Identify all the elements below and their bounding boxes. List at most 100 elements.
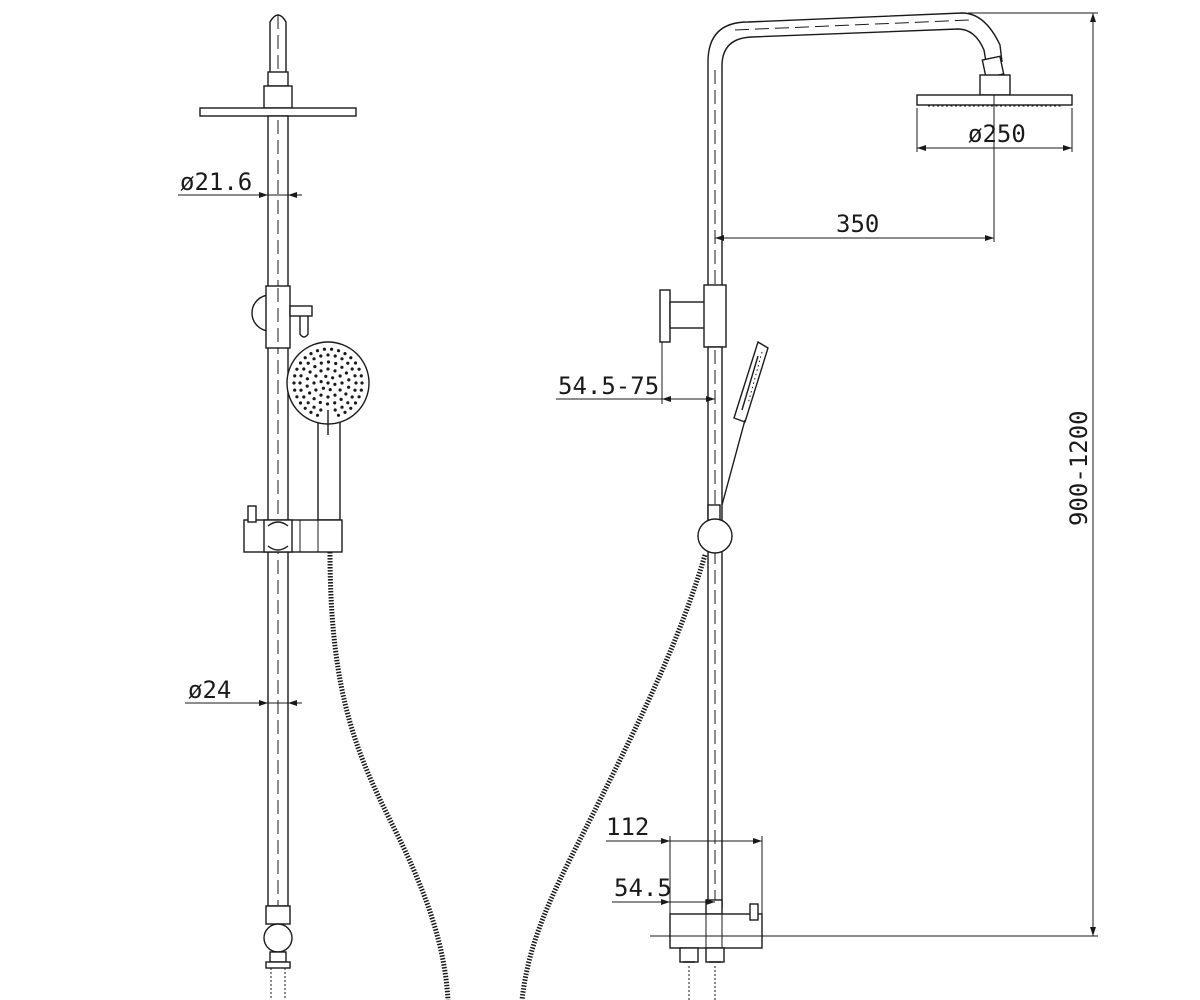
spray-nozzle-dot	[326, 367, 330, 371]
spray-nozzle-dot	[314, 374, 318, 378]
spray-nozzle-dot	[357, 367, 361, 371]
spray-nozzle-dot	[350, 395, 354, 399]
dim-pipe-dia-lower: ø24	[185, 676, 302, 706]
spray-nozzle-dot	[340, 357, 344, 361]
dim-label-arm-reach: 350	[836, 210, 879, 238]
spray-nozzle-dot	[298, 381, 302, 385]
spray-nozzle-dot	[315, 413, 320, 417]
spray-nozzle-dot	[298, 401, 303, 405]
hand-shower-spray-dots	[292, 347, 364, 417]
front-slide-holder	[243, 505, 343, 553]
spray-nozzle-dot	[309, 352, 313, 356]
spray-nozzle-dot	[326, 353, 330, 357]
spray-nozzle-dot	[350, 367, 354, 371]
spray-nozzle-dot	[339, 397, 343, 401]
spray-nozzle-dot	[343, 410, 347, 414]
spray-nozzle-dot	[325, 402, 330, 406]
spray-nozzle-dot	[319, 380, 323, 384]
front-head-nut	[263, 85, 293, 109]
spray-nozzle-dot	[346, 401, 350, 405]
side-hand-shower	[721, 340, 769, 506]
spray-nozzle-dot	[318, 400, 322, 405]
dim-bracket-offset: 54.5-75	[556, 342, 715, 404]
spray-nozzle-dot	[359, 388, 363, 392]
spray-nozzle-dot	[333, 382, 337, 386]
spray-nozzle-dot	[292, 381, 296, 385]
spray-nozzle-dot	[321, 386, 325, 390]
side-wall-bracket	[659, 284, 727, 348]
spray-nozzle-dot	[349, 356, 353, 360]
front-overhead-shower-head	[199, 107, 357, 117]
front-wall-bracket	[251, 285, 313, 349]
spray-nozzle-dot	[302, 395, 306, 399]
dim-mixer-offset: 54.5	[612, 874, 715, 905]
side-overhead-arm-inner	[721, 28, 987, 285]
spray-nozzle-dot	[312, 405, 316, 409]
spray-nozzle-dot	[308, 391, 312, 395]
spray-nozzle-dot	[338, 374, 342, 378]
spray-nozzle-dot	[343, 352, 347, 356]
spray-nozzle-dot	[295, 395, 299, 399]
spray-nozzle-dot	[324, 374, 328, 378]
spray-nozzle-dot	[293, 388, 297, 392]
spray-nozzle-dot	[340, 405, 344, 409]
dim-label-bracket-offset: 54.5-75	[558, 372, 659, 400]
spray-nozzle-dot	[319, 393, 323, 397]
front-view: ø21.6	[178, 14, 451, 1000]
spray-nozzle-dot	[293, 374, 297, 378]
side-hose	[519, 554, 708, 1000]
spray-nozzle-dot	[357, 395, 361, 399]
dim-total-height: 900-1200	[650, 12, 1098, 937]
spray-nozzle-dot	[349, 406, 353, 410]
spray-nozzle-dot	[328, 388, 332, 392]
spray-nozzle-dot	[346, 361, 350, 365]
dim-arm-reach: 350	[715, 95, 995, 242]
spray-nozzle-dot	[336, 413, 341, 417]
spray-nozzle-dot	[295, 367, 299, 371]
front-head-connector	[267, 71, 289, 87]
spray-nozzle-dot	[333, 369, 337, 373]
dim-label-pipe-dia-upper: ø21.6	[180, 168, 252, 196]
spray-nozzle-dot	[305, 377, 309, 381]
spray-nozzle-dot	[353, 361, 358, 365]
spray-nozzle-dot	[334, 361, 338, 366]
spray-nozzle-dot	[319, 354, 323, 358]
spray-nozzle-dot	[306, 401, 310, 405]
spray-nozzle-dot	[338, 388, 342, 392]
dim-label-mixer-offset: 54.5	[614, 874, 672, 902]
spray-nozzle-dot	[299, 374, 303, 378]
spray-nozzle-dot	[312, 381, 316, 385]
spray-nozzle-dot	[333, 401, 337, 405]
spray-nozzle-dot	[353, 388, 357, 392]
spray-nozzle-dot	[344, 392, 348, 396]
dim-label-total-height: 900-1200	[1065, 410, 1093, 526]
spray-nozzle-dot	[319, 408, 323, 412]
spray-nozzle-dot	[330, 347, 334, 351]
spray-nozzle-dot	[313, 365, 317, 369]
spray-nozzle-dot	[326, 381, 330, 385]
spray-nozzle-dot	[319, 361, 323, 365]
front-hose	[327, 551, 451, 1000]
spray-nozzle-dot	[333, 393, 337, 397]
side-slide-holder	[697, 504, 733, 554]
side-head-nut	[979, 74, 1011, 96]
spray-nozzle-dot	[353, 401, 358, 405]
spray-nozzle-dot	[336, 349, 341, 353]
spray-nozzle-dot	[344, 371, 348, 375]
spray-nozzle-dot	[306, 361, 310, 365]
spray-nozzle-dot	[309, 410, 313, 414]
spray-nozzle-dot	[326, 395, 330, 399]
spray-nozzle-dot	[331, 376, 335, 380]
side-mixer-base	[669, 899, 763, 1000]
spray-nozzle-dot	[302, 367, 306, 371]
front-hand-shower	[286, 341, 370, 521]
spray-nozzle-dot	[308, 370, 312, 374]
spray-nozzle-dot	[312, 397, 316, 401]
spray-nozzle-dot	[347, 385, 351, 389]
spray-nozzle-dot	[333, 408, 337, 412]
spray-nozzle-dot	[314, 388, 318, 392]
spray-nozzle-dot	[354, 381, 358, 385]
spray-nozzle-dot	[347, 378, 351, 382]
front-bottom-connector	[263, 905, 293, 1000]
